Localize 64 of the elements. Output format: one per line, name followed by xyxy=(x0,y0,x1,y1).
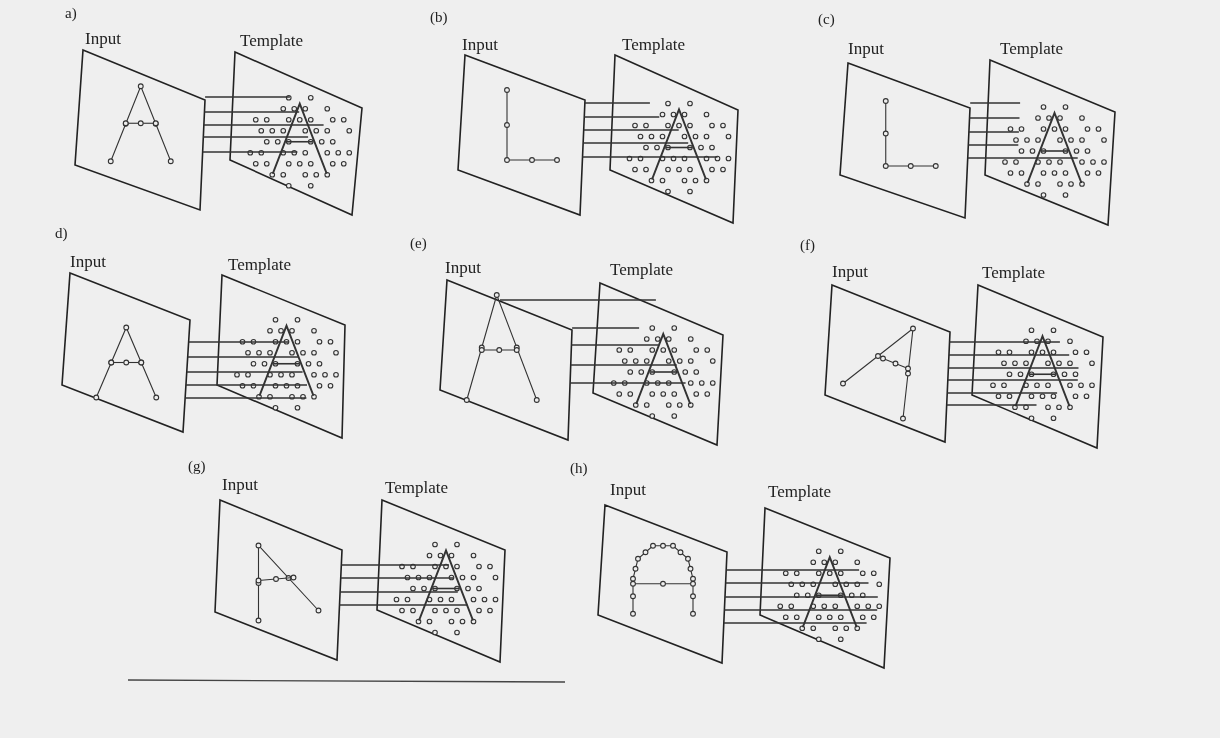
connector-line xyxy=(947,379,1079,381)
plane-heading: Input xyxy=(848,40,884,57)
connector-line xyxy=(581,156,719,158)
connector-line xyxy=(724,596,879,598)
connector-line xyxy=(204,96,291,98)
plane-heading: Input xyxy=(70,253,106,270)
connector-line xyxy=(570,364,678,366)
connector-line xyxy=(340,564,450,566)
connector-line xyxy=(724,582,870,584)
connector-line xyxy=(725,569,860,571)
panel-label: (e) xyxy=(410,236,427,251)
connector-line xyxy=(570,344,659,346)
connector-line xyxy=(946,404,1038,406)
connector-line xyxy=(969,102,1021,104)
connector-line xyxy=(967,157,1079,159)
panel-label: (g) xyxy=(188,459,206,474)
connector-line xyxy=(583,129,680,131)
plane-heading: Template xyxy=(622,36,685,53)
plane-heading: Input xyxy=(85,30,121,47)
connector-line xyxy=(968,117,1021,119)
connector-line xyxy=(340,577,455,579)
panel-label: (c) xyxy=(818,12,835,27)
plane-heading: Input xyxy=(610,481,646,498)
connector-line xyxy=(339,591,459,593)
panel-label: (b) xyxy=(430,10,448,25)
connector-line xyxy=(569,382,687,384)
connector-line xyxy=(187,356,299,358)
connector-line xyxy=(723,609,878,611)
panel-label: (h) xyxy=(570,461,588,476)
plane-heading: Input xyxy=(222,476,258,493)
plane-heading: Input xyxy=(832,263,868,280)
plane-heading: Template xyxy=(768,483,831,500)
connector-line xyxy=(948,341,1061,343)
connector-line xyxy=(968,131,1020,133)
connector-line xyxy=(947,367,1080,369)
connector-line xyxy=(185,384,308,386)
plane-heading: Template xyxy=(982,264,1045,281)
connector-line xyxy=(583,116,660,118)
connector-line xyxy=(967,144,1019,146)
plane-heading: Input xyxy=(462,36,498,53)
connector-line xyxy=(584,102,651,104)
connector-line xyxy=(187,341,290,343)
connector-line xyxy=(202,136,309,138)
connector-line xyxy=(203,124,325,126)
connector-line xyxy=(723,622,868,624)
connector-line xyxy=(201,151,299,153)
connector-line xyxy=(948,354,1070,356)
panel-label: (f) xyxy=(800,238,815,253)
plane-heading: Template xyxy=(385,479,448,496)
connector-line xyxy=(203,111,300,113)
plane-heading: Input xyxy=(445,259,481,276)
connector-line xyxy=(186,371,304,373)
plane-heading: Template xyxy=(228,256,291,273)
plane-heading: Template xyxy=(240,32,303,49)
connector-line xyxy=(582,142,689,144)
connector-line xyxy=(571,327,640,329)
connector-line xyxy=(499,299,657,301)
connector-line xyxy=(184,397,308,399)
plane-heading: Template xyxy=(1000,40,1063,57)
connector-line xyxy=(338,604,468,606)
plane-heading: Template xyxy=(610,261,673,278)
connector-line xyxy=(946,392,1058,394)
panel-label: d) xyxy=(55,226,68,241)
panel-label: a) xyxy=(65,6,77,21)
